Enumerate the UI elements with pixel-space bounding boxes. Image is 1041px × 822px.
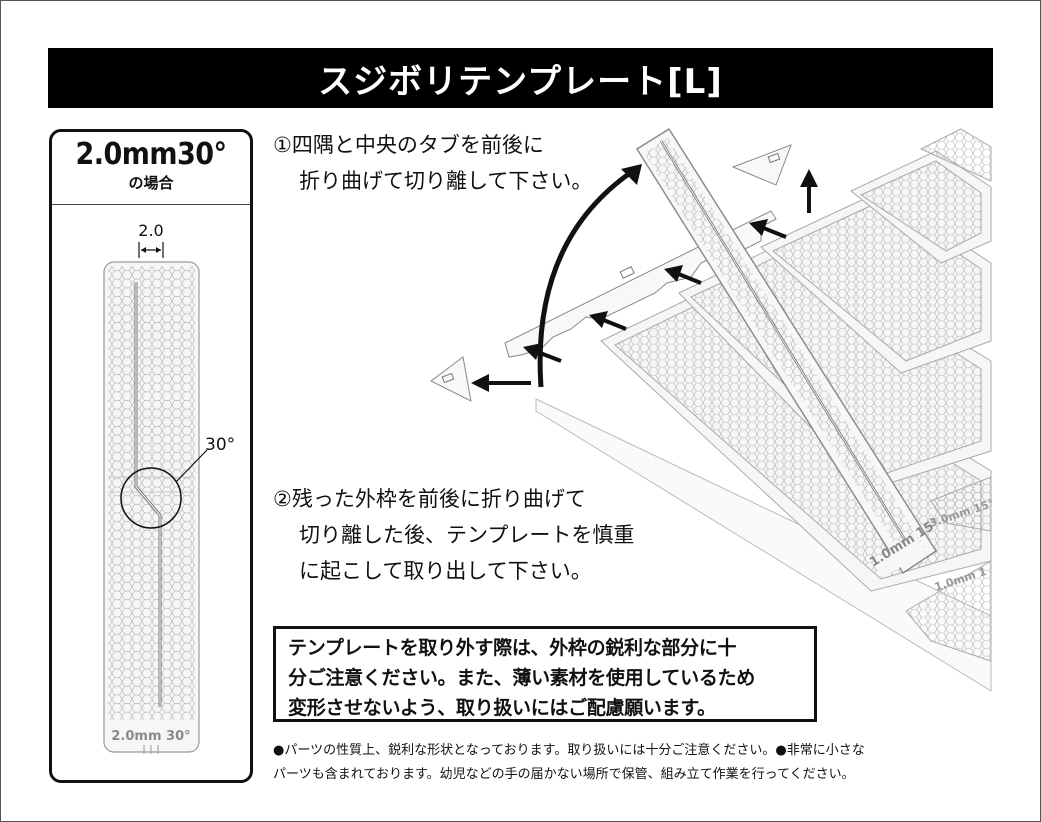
dimension-label: 2.0 (138, 221, 163, 240)
warning-line-3: 変形させないよう、取り扱いにはご配慮願います。 (288, 697, 716, 719)
lifted-template: 1.0mm 15° (636, 128, 942, 578)
tab-mark (767, 152, 781, 164)
note-line-2: パーツも含まれております。幼児などの手の届かない場所で保管、組み立て作業を行って… (273, 767, 855, 782)
step-2-line-3: に起こして取り出して下さい。 (299, 559, 592, 583)
note-line-1: ●パーツの性質上、鋭利な形状となっております。取り扱いには十分ご注意ください。●… (273, 743, 865, 758)
corner-tab-top (731, 144, 792, 186)
angle-highlight-circle (120, 467, 182, 529)
removal-arrows (471, 164, 818, 392)
step-2-instruction: ②残った外枠を前後に折り曲げて 切り離した後、テンプレートを慎重 に起こして取り… (273, 481, 634, 589)
step-2-line-2: 切り離した後、テンプレートを慎重 (299, 523, 635, 547)
angle-leader-line (175, 449, 208, 483)
step-2-line-1: ②残った外枠を前後に折り曲げて (273, 487, 586, 511)
detail-header: 2.0mm30° の場合 (52, 132, 250, 205)
detail-heading: 2.0mm30° (75, 137, 227, 172)
dimension-arrowheads (141, 247, 161, 253)
warning-line-1: テンプレートを取り外す際は、外枠の鋭利な部分に十 (288, 637, 737, 659)
step-1-line-2: 折り曲げて切り離して下さい。 (299, 169, 593, 193)
groove-inner (135, 282, 161, 707)
step-1-instruction: ①四隅と中央のタブを前後に 折り曲げて切り離して下さい。 (273, 127, 592, 199)
detail-subheading: の場合 (128, 174, 174, 192)
engraved-label: 2.0mm 30° (111, 729, 190, 744)
template-detail-panel: 2.0mm30° の場合 2.0 (49, 129, 253, 783)
warning-line-2: 分ご注意ください。また、薄い素材を使用しているため (288, 667, 755, 689)
step-1-line-1: ①四隅と中央のタブを前後に (273, 133, 544, 157)
corner-tab-left (430, 356, 472, 402)
tab-mark (441, 372, 455, 384)
angle-label: 30° (205, 435, 236, 455)
page-title: スジボリテンプレート[L] (48, 48, 993, 108)
warning-box: テンプレートを取り外す際は、外枠の鋭利な部分に十 分ご注意ください。また、薄い素… (273, 626, 817, 722)
caution-notes: ●パーツの性質上、鋭利な形状となっております。取り扱いには十分ご注意ください。●… (273, 739, 1003, 787)
template-detail-drawing: 2.0 2.0mm 30° (103, 221, 208, 754)
